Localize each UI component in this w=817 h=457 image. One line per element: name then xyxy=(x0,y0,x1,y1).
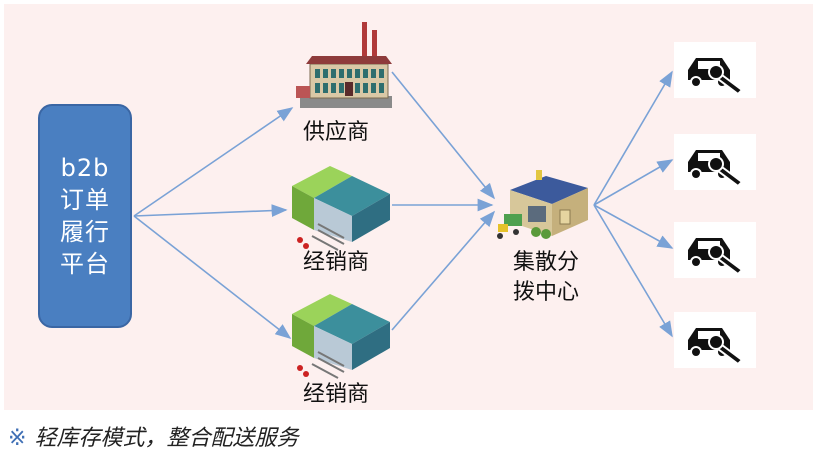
warehouse-icon xyxy=(292,294,390,379)
distribution-center-icon xyxy=(497,170,588,239)
distributor-bottom-label: 经销商 xyxy=(303,382,370,407)
caption: ※ 轻库存模式，整合配送服务 xyxy=(8,420,298,452)
service-tile-2 xyxy=(674,134,756,190)
car-repair-icon xyxy=(688,150,744,188)
hub-label-line-2: 拨中心 xyxy=(513,280,580,305)
service-tile-3 xyxy=(674,222,756,278)
platform-line-3: 履行 xyxy=(60,218,110,246)
car-repair-icon xyxy=(688,328,744,366)
hub-label-line-1: 集散分 xyxy=(513,250,580,275)
car-repair-icon xyxy=(688,238,744,276)
reference-mark: ※ xyxy=(8,426,27,451)
arrow-hub-to-service-1 xyxy=(593,70,673,206)
supplier-label: 供应商 xyxy=(303,120,370,145)
platform-line-1: b2b xyxy=(60,154,110,182)
car-repair-icon xyxy=(688,58,744,96)
service-tile-4 xyxy=(674,312,756,368)
arrow-platform-to-distributor-bottom xyxy=(133,215,292,339)
caption-text: 轻库存模式，整合配送服务 xyxy=(34,426,299,451)
platform-line-4: 平台 xyxy=(60,250,110,278)
arrow-hub-to-service-4 xyxy=(593,204,673,338)
arrow-platform-to-supplier xyxy=(133,107,294,217)
arrow-supplier-to-hub xyxy=(391,71,496,200)
warehouse-icon xyxy=(292,166,390,251)
arrow-hub-to-service-3 xyxy=(593,204,674,249)
b2b-platform-box: b2b 订单 履行 平台 xyxy=(38,104,132,328)
arrow-platform-to-distributor-top xyxy=(133,204,288,217)
arrow-distributor-bottom-to-hub xyxy=(391,210,496,331)
service-tile-1 xyxy=(674,42,756,98)
arrow-hub-to-service-2 xyxy=(593,159,674,206)
factory-icon xyxy=(296,22,392,108)
platform-line-2: 订单 xyxy=(60,186,110,214)
distributor-top-label: 经销商 xyxy=(303,250,370,275)
